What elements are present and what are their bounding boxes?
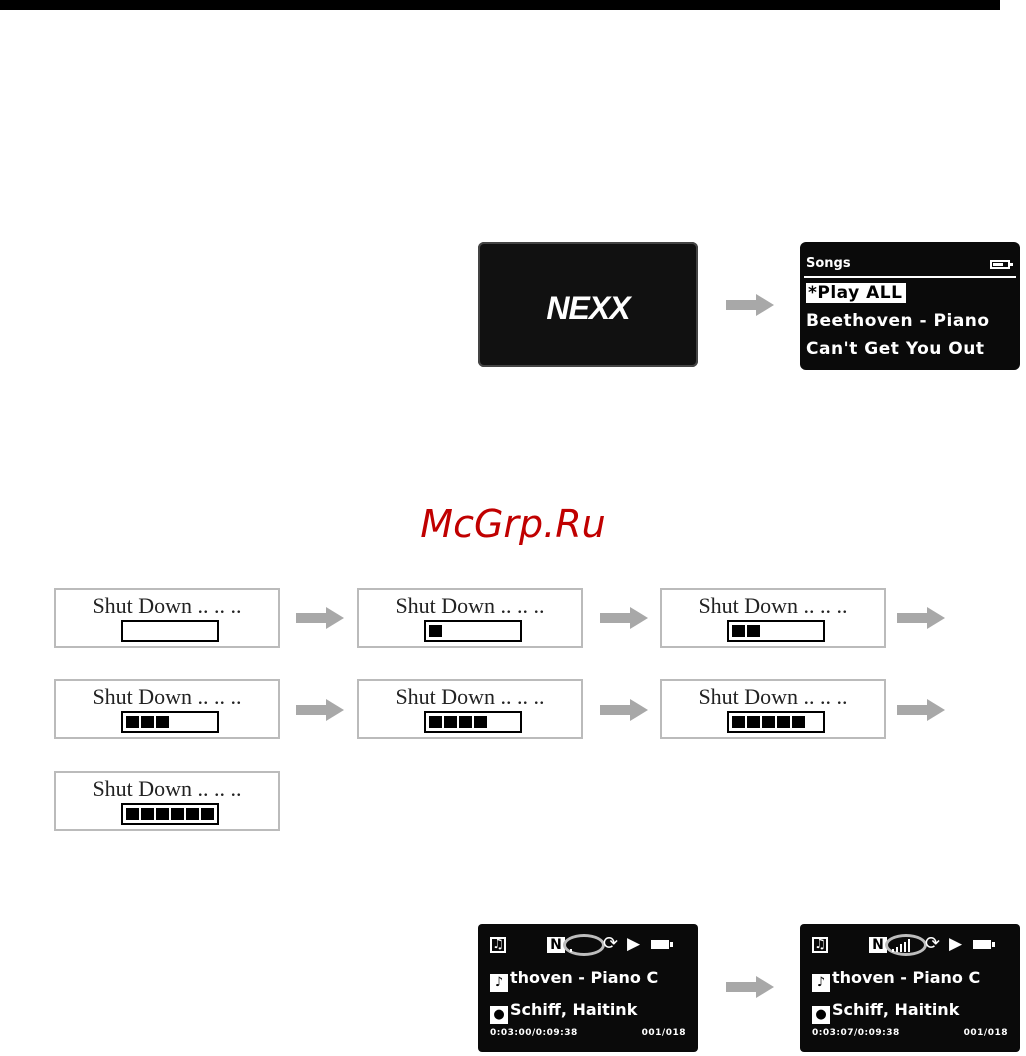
playback-screen-after: ♫ N ⟳ ▶ ♪thoven - Piano C ●Schiff, Haiti… [800,924,1020,1052]
progress-bar [727,620,825,642]
shutdown-label: Shut Down .. .. .. [698,593,848,618]
shutdown-box: Shut Down .. .. .. [54,588,280,648]
signal-icon [570,938,572,952]
progress-bar [121,803,219,825]
menu-item-selected[interactable]: *Play ALL [806,283,1014,303]
header-rule [0,0,1000,10]
watermark: McGrp.Ru [420,502,606,546]
songs-menu-screen: Songs *Play ALL Beethoven - Piano Can't … [800,242,1020,370]
music-note-icon: ♫ [490,937,506,953]
progress-bar [424,620,522,642]
battery-icon [651,940,673,949]
music-note-icon: ♪ [490,974,508,992]
arrow-icon [296,607,346,629]
time-readout: 0:03:00/0:09:38 [490,1028,578,1038]
arrow-icon [726,294,776,316]
shutdown-box: Shut Down .. .. .. [54,771,280,831]
arrow-icon [897,699,947,721]
shutdown-box: Shut Down .. .. .. [54,679,280,739]
track-counter: 001/018 [641,1028,686,1038]
time-readout: 0:03:07/0:09:38 [812,1028,900,1038]
person-icon: ● [812,1006,830,1024]
progress-bar [424,711,522,733]
progress-segment [732,716,745,728]
progress-segment [156,716,169,728]
music-note-icon: ♫ [812,937,828,953]
progress-segment [747,625,760,637]
progress-segment [444,716,457,728]
n-badge: N [547,937,565,953]
shutdown-label: Shut Down .. .. .. [92,593,242,618]
progress-segment [459,716,472,728]
progress-bar [727,711,825,733]
shutdown-box: Shut Down .. .. .. [357,679,583,739]
divider [804,276,1016,278]
arrow-icon [600,607,650,629]
shutdown-label: Shut Down .. .. .. [395,684,545,709]
artist-name: ●Schiff, Haitink [812,1000,959,1024]
menu-item[interactable]: Beethoven - Piano [806,311,990,331]
arrow-icon [897,607,947,629]
play-icon: ▶ [949,934,963,954]
shutdown-label: Shut Down .. .. .. [395,593,545,618]
repeat-icon: ⟳ [603,933,619,954]
menu-title: Songs [806,256,851,271]
progress-segment [201,808,214,820]
n-badge: N [869,937,887,953]
signal-icon [892,938,910,952]
nexx-logo: NEXX [546,290,630,326]
music-note-icon: ♪ [812,974,830,992]
repeat-icon: ⟳ [925,933,941,954]
arrow-icon [600,699,650,721]
progress-segment [429,716,442,728]
boot-logo-screen: NEXX [478,242,698,367]
progress-segment [777,716,790,728]
battery-icon [973,940,995,949]
track-title: ♪thoven - Piano C [812,968,980,992]
progress-segment [429,625,442,637]
track-title: ♪thoven - Piano C [490,968,658,992]
progress-segment [171,808,184,820]
progress-bar [121,620,219,642]
progress-segment [474,716,487,728]
progress-bar [121,711,219,733]
menu-item[interactable]: Can't Get You Out [806,339,985,359]
shutdown-label: Shut Down .. .. .. [698,684,848,709]
shutdown-box: Shut Down .. .. .. [357,588,583,648]
arrow-icon [726,976,776,998]
playback-screen-before: ♫ N ⟳ ▶ ♪thoven - Piano C ●Schiff, Haiti… [478,924,698,1052]
progress-segment [156,808,169,820]
shutdown-box: Shut Down .. .. .. [660,679,886,739]
progress-segment [747,716,760,728]
artist-name: ●Schiff, Haitink [490,1000,637,1024]
arrow-icon [296,699,346,721]
progress-segment [762,716,775,728]
progress-segment [141,716,154,728]
progress-segment [126,808,139,820]
shutdown-box: Shut Down .. .. .. [660,588,886,648]
highlight-oval [563,934,605,956]
progress-segment [732,625,745,637]
person-icon: ● [490,1006,508,1024]
progress-segment [186,808,199,820]
progress-segment [141,808,154,820]
progress-segment [126,716,139,728]
shutdown-label: Shut Down .. .. .. [92,776,242,801]
progress-segment [792,716,805,728]
shutdown-label: Shut Down .. .. .. [92,684,242,709]
track-counter: 001/018 [963,1028,1008,1038]
play-icon: ▶ [627,934,641,954]
battery-icon [990,260,1013,269]
highlight-oval [885,934,927,956]
